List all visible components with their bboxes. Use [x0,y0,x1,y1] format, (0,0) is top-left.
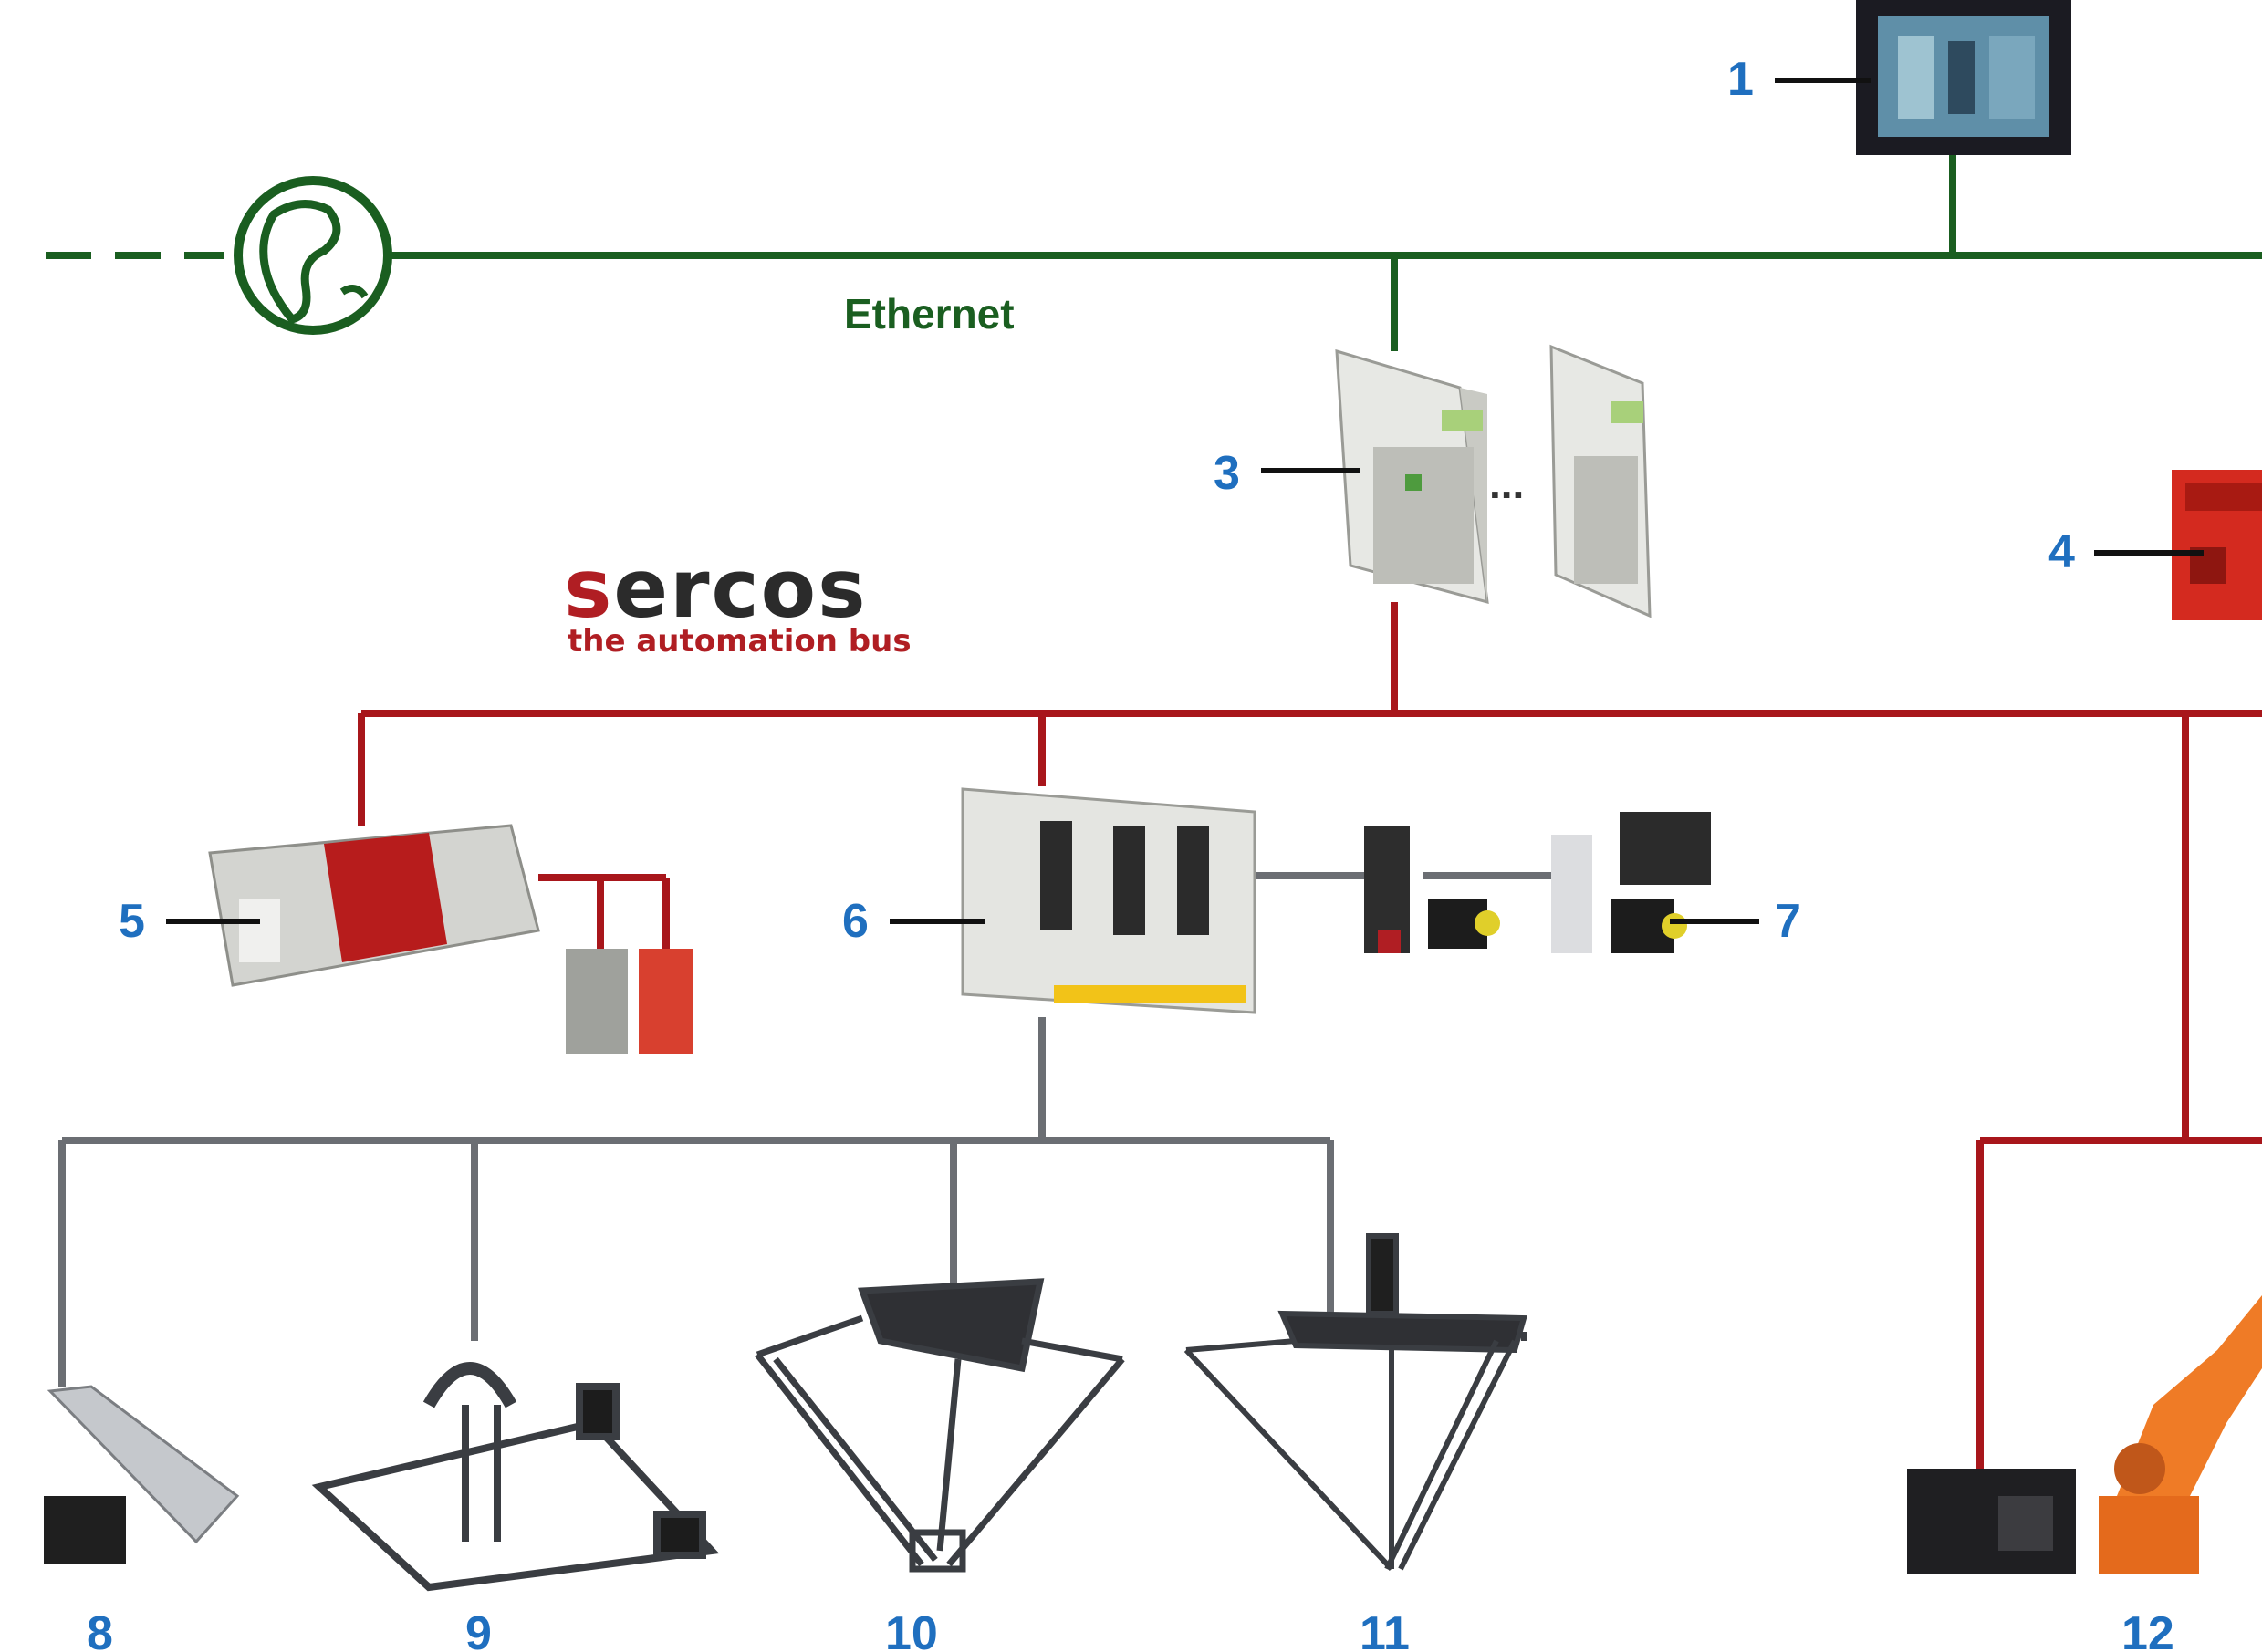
globe-icon [234,176,392,335]
ethernet-label: Ethernet [844,290,1015,338]
callout-11: 11 [1360,1607,1410,1652]
linear-axis-icon [44,1385,240,1564]
svg-text:6: 6 [842,895,869,948]
callout-1: 1 [1727,53,1871,106]
callout-10: 10 [885,1607,938,1652]
motion-controller-icon [1549,344,1652,618]
callout-6: 6 [842,895,985,948]
controller-ellipsis: ... [1489,460,1524,507]
svg-text:5: 5 [119,895,145,948]
robot-controller-icon [1907,1469,2076,1574]
ethernet-network [46,155,2262,351]
io-module-icon [208,824,540,987]
svg-text:1: 1 [1727,53,1754,106]
hmi-panel-icon [1856,0,2071,155]
servo-drive-icon [1364,826,1410,953]
servo-motor-icon [1428,899,1500,949]
servo-motor-icon [1611,812,1711,953]
servo-drive-icon [961,787,1256,1014]
delta-robot-icon [755,1278,1125,1573]
svg-text:7: 7 [1775,895,1801,948]
callout-9: 9 [465,1607,492,1652]
io-module-icon [566,949,693,1054]
drive-bus [58,872,1551,1387]
callout-7: 7 [1670,895,1801,948]
callout-3: 3 [1214,447,1360,500]
motion-controller-icon [1335,348,1489,607]
callout-12: 12 [2121,1607,2174,1652]
svg-text:3: 3 [1214,447,1240,500]
sercos-tagline: the automation bus [568,623,912,660]
sercos-logo: sercos the automation bus [564,542,912,660]
delta-robot-icon [1183,1233,1527,1572]
gantry-icon [311,1362,720,1592]
sercos-bus [358,602,2262,1496]
callout-4: 4 [2048,525,2204,578]
svg-text:sercos: sercos [564,542,867,636]
svg-text:4: 4 [2048,525,2075,578]
callout-5: 5 [119,895,260,948]
industrial-robot-icon [2099,1295,2262,1574]
callout-8: 8 [87,1607,113,1652]
servo-drive-icon [1551,835,1592,953]
safety-controller-icon [2172,470,2262,620]
